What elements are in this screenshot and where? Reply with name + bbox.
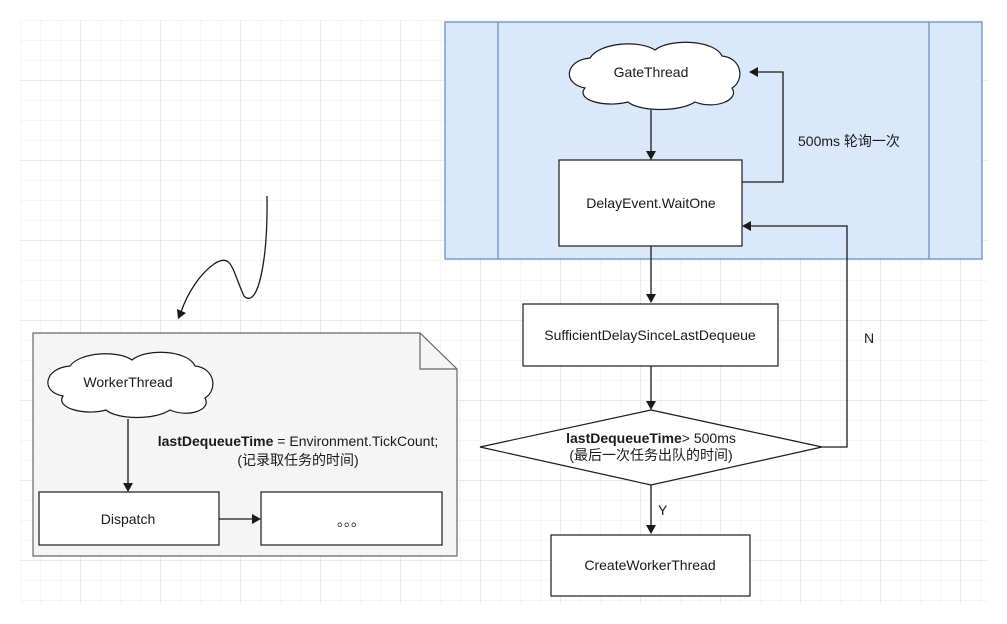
no-branch-label: N [864, 330, 874, 346]
create-worker-thread-box[interactable]: CreateWorkerThread [550, 534, 751, 597]
assign-expression: = Environment.TickCount; [273, 433, 438, 449]
note-folded-corner [419, 333, 457, 370]
arrowhead-dispatch [123, 483, 133, 492]
delay-event-waitone-label: DelayEvent.WaitOne [586, 195, 716, 211]
gate-connectors [646, 67, 848, 534]
arrowhead-yes-branch [646, 525, 656, 534]
ellipsis-box[interactable]: 。。。 [260, 491, 443, 546]
curved-pointer-arrowhead [177, 309, 186, 319]
assign-line2: (记录取任务的时间) [237, 452, 358, 468]
curved-pointer-arrow [177, 195, 268, 319]
poll-interval-label: 500ms 轮询一次 [798, 133, 900, 149]
decision-line1: lastDequeueTime> 500ms [566, 430, 736, 446]
arrowhead-ellipsis [252, 514, 261, 524]
ellipsis-label: 。。。 [337, 513, 365, 529]
worker-thread-cloud[interactable]: WorkerThread [47, 351, 214, 419]
yes-branch-label: Y [658, 502, 668, 518]
decision-line2: (最后一次任务出队的时间) [569, 447, 732, 463]
dispatch-box[interactable]: Dispatch [38, 491, 220, 546]
connector-no-branch [751, 225, 848, 448]
curved-pointer-path [180, 195, 268, 313]
decision-diamond[interactable]: lastDequeueTime> 500ms (最后一次任务出队的时间) [479, 409, 823, 486]
arrowhead-no-branch [742, 221, 751, 231]
sufficient-delay-box[interactable]: SufficientDelaySinceLastDequeue [522, 303, 779, 367]
create-worker-thread-label: CreateWorkerThread [584, 557, 715, 573]
gate-thread-cloud[interactable]: GateThread [568, 41, 741, 111]
assign-bold-term: lastDequeueTime [158, 433, 274, 449]
connector-poll-loop [742, 71, 784, 183]
worker-connectors [123, 419, 261, 524]
sufficient-delay-label: SufficientDelaySinceLastDequeue [544, 327, 756, 343]
worker-thread-label: WorkerThread [83, 374, 172, 390]
delay-event-waitone-box[interactable]: DelayEvent.WaitOne [558, 159, 743, 247]
arrowhead-decision [646, 401, 656, 410]
dispatch-label: Dispatch [101, 511, 155, 527]
assign-line1: lastDequeueTime = Environment.TickCount; [158, 433, 439, 449]
arrowhead-wait [646, 151, 656, 160]
decision-condition: > 500ms [682, 430, 736, 446]
arrowhead-check [646, 294, 656, 303]
decision-bold-term: lastDequeueTime [566, 430, 682, 446]
arrowhead-poll-loop [749, 67, 758, 77]
gate-thread-label: GateThread [614, 64, 689, 80]
